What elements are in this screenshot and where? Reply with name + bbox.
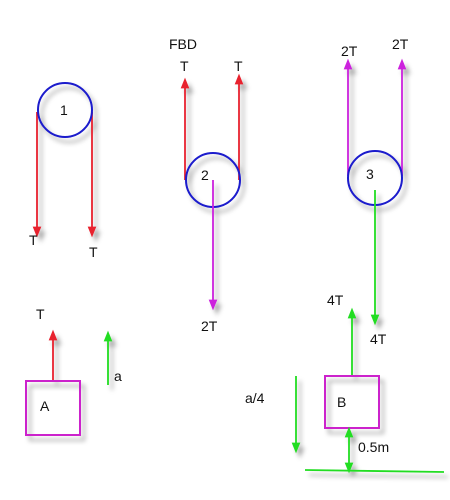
pulley1-right-force-label: T — [89, 244, 98, 260]
blockA-label: A — [40, 398, 50, 414]
block-a — [25, 380, 81, 436]
ground-line — [304, 469, 445, 473]
pulley1-left-force-label: T — [29, 232, 38, 248]
blockB-accel-label: a/4 — [245, 390, 265, 406]
pulley1-label: 1 — [60, 102, 68, 118]
blockB-label: B — [337, 394, 347, 410]
diagram-title: FBD — [169, 36, 197, 52]
pulley3-label: 3 — [366, 166, 374, 182]
blockB-height-label: 0.5m — [358, 439, 390, 455]
pulley2-left-force-label: T — [180, 58, 189, 74]
blockB-force-label: 4T — [327, 292, 344, 308]
pulley2-right-force-label: T — [234, 58, 243, 74]
blockA-accel-label: a — [114, 368, 122, 384]
pulley2-down-force-label: 2T — [201, 318, 218, 334]
blockA-force-label: T — [36, 306, 45, 322]
pulley3-left-force-label: 2T — [341, 43, 358, 59]
pulley3-down-force-label: 4T — [370, 331, 387, 347]
pulley2-label: 2 — [201, 167, 209, 183]
pulley-1 — [37, 82, 93, 138]
block-b — [324, 375, 380, 429]
pulley3-right-force-label: 2T — [392, 36, 409, 52]
